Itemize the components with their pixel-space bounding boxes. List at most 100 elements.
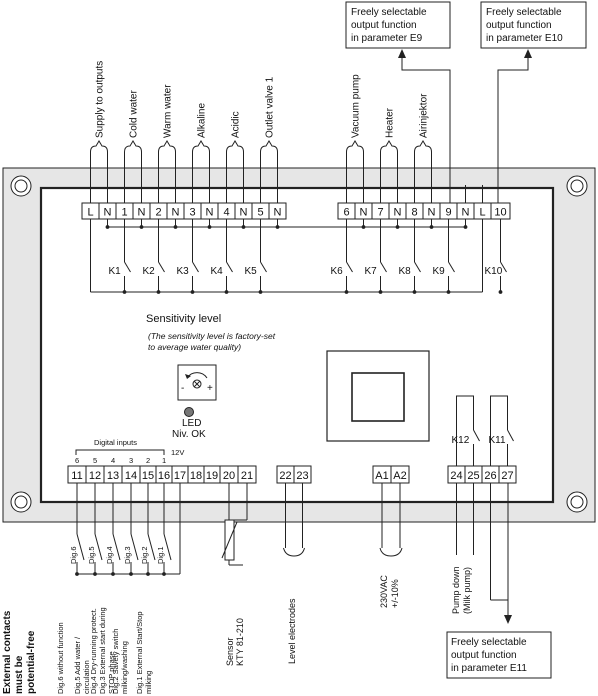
relay-label: K12 [452, 435, 470, 446]
sensitivity-potentiometer[interactable]: - + [177, 364, 217, 401]
bottom-terminal-21[interactable]: 21 [237, 465, 257, 484]
top-terminal-label: 2 [155, 207, 161, 219]
top-terminal-label: N [394, 207, 402, 219]
top-terminal-15[interactable]: 7 [371, 202, 390, 220]
top-terminal-8[interactable]: N [200, 202, 219, 220]
top-label: Alkaline [197, 103, 208, 138]
relay-k5: K5 [245, 219, 267, 294]
bottom-terminal-27[interactable]: 27 [498, 465, 517, 484]
relay-label: K7 [365, 266, 378, 277]
top-terminal-5[interactable]: 2 [149, 202, 168, 220]
top-terminal-21[interactable]: L [473, 202, 492, 220]
bottom-terminal-label: 18 [190, 470, 202, 482]
relay-label: K6 [331, 266, 344, 277]
dig-description: Dig.6 without function [56, 622, 65, 694]
bottom-terminal-15[interactable]: 15 [139, 465, 157, 484]
relay-label: K8 [399, 266, 412, 277]
top-terminal-1[interactable]: L [81, 202, 100, 220]
relay-k8: K8 [399, 219, 421, 294]
top-label-group: Supply to outputs [90, 61, 108, 203]
bottom-terminal-25[interactable]: 25 [464, 465, 483, 484]
bottom-terminal-label: 16 [158, 470, 170, 482]
top-terminal-label: 3 [189, 207, 195, 219]
box-e9-line2: output function [351, 20, 417, 31]
top-terminal-10[interactable]: N [234, 202, 253, 220]
bottom-terminal-label: 26 [484, 470, 496, 482]
top-terminal-11[interactable]: 5 [251, 202, 270, 220]
top-terminal-12[interactable]: N [268, 202, 287, 220]
bottom-terminal-24[interactable]: 24 [447, 465, 466, 484]
top-terminal-label: 10 [494, 207, 506, 219]
top-label-group: Vacuum pump [346, 74, 364, 203]
digital-input-number: 3 [129, 456, 133, 465]
bottom-terminal-a2[interactable]: A2 [390, 465, 410, 484]
relay-label: K1 [109, 266, 122, 277]
bottom-terminal-13[interactable]: 13 [103, 465, 123, 484]
bottom-terminal-label: 23 [296, 470, 308, 482]
top-terminal-13[interactable]: 6 [337, 202, 356, 220]
top-terminal-22[interactable]: 10 [490, 202, 511, 220]
digital-input-number: 1 [162, 456, 166, 465]
top-terminal-19[interactable]: 9 [439, 202, 458, 220]
top-terminal-18[interactable]: N [422, 202, 441, 220]
pump-down-label: Pump down [451, 566, 461, 614]
relay-label: K11 [489, 435, 506, 446]
top-terminal-2[interactable]: N [98, 202, 117, 220]
bottom-terminal-label: 21 [241, 470, 253, 482]
bottom-terminal-12[interactable]: 12 [85, 465, 105, 484]
bottom-terminal-18[interactable]: 18 [187, 465, 205, 484]
relay-k2: K2 [143, 219, 165, 294]
bottom-terminal-17[interactable]: 17 [171, 465, 189, 484]
top-terminal-label: 8 [411, 207, 417, 219]
top-label-group: Alkaline [192, 103, 210, 203]
mounting-hole-tr [566, 175, 588, 197]
box-e10: Freely selectable output function in par… [480, 1, 587, 49]
bottom-terminal-22[interactable]: 22 [276, 465, 295, 484]
top-terminal-7[interactable]: 3 [183, 202, 202, 220]
box-e9: Freely selectable output function in par… [345, 1, 451, 49]
dig-input-label: Dig.3 [123, 546, 132, 564]
digital-inputs-title: Digital inputs [94, 438, 137, 447]
bottom-terminal-26[interactable]: 26 [481, 465, 500, 484]
top-terminal-label: N [138, 207, 146, 219]
bottom-terminal-label: 19 [206, 470, 218, 482]
bottom-terminal-a1[interactable]: A1 [372, 465, 392, 484]
bottom-terminal-19[interactable]: 19 [203, 465, 221, 484]
top-terminal-17[interactable]: 8 [405, 202, 424, 220]
sensor-label: KTY 81-210 [235, 618, 245, 666]
top-terminal-label: N [104, 207, 112, 219]
top-terminal-9[interactable]: 4 [217, 202, 236, 220]
dig-description: Dig.3 External start during [98, 607, 107, 694]
bottom-terminal-23[interactable]: 23 [293, 465, 312, 484]
bottom-terminal-11[interactable]: 11 [67, 465, 87, 484]
top-label: Acidic [231, 111, 242, 138]
top-label: Warm water [163, 84, 174, 138]
bottom-terminal-label: 13 [107, 470, 119, 482]
top-terminal-20[interactable]: N [456, 202, 475, 220]
dig-description: Dig.5 Add water / [73, 636, 82, 694]
mounting-hole-tl [10, 175, 32, 197]
bottom-terminal-label: 12 [89, 470, 101, 482]
top-terminal-4[interactable]: N [132, 202, 151, 220]
bottom-terminal-label: 25 [467, 470, 479, 482]
bottom-terminal-14[interactable]: 14 [121, 465, 141, 484]
top-terminal-16[interactable]: N [388, 202, 407, 220]
bottom-terminal-20[interactable]: 20 [219, 465, 239, 484]
top-terminal-6[interactable]: N [166, 202, 185, 220]
top-label-group: Cold water [124, 90, 142, 203]
bottom-terminal-16[interactable]: 16 [155, 465, 173, 484]
top-label: Cold water [129, 90, 140, 138]
box-e9-line1: Freely selectable [351, 7, 427, 18]
top-terminal-14[interactable]: N [354, 202, 373, 220]
relay-k6: K6 [331, 219, 353, 294]
top-label-group: Outlet valve 1 [260, 76, 278, 203]
led-label: LED [182, 418, 201, 429]
external-contacts-note: must be [14, 655, 25, 694]
bottom-terminal-label: A2 [393, 470, 406, 482]
box-e11-line3: in parameter E11 [451, 663, 527, 674]
dig-description: Dig.2 Savety switch [111, 629, 120, 694]
mounting-hole-bl [10, 491, 32, 513]
bottom-terminal-label: 20 [223, 470, 235, 482]
top-terminal-3[interactable]: 1 [115, 202, 134, 220]
relay-label: K5 [245, 266, 258, 277]
